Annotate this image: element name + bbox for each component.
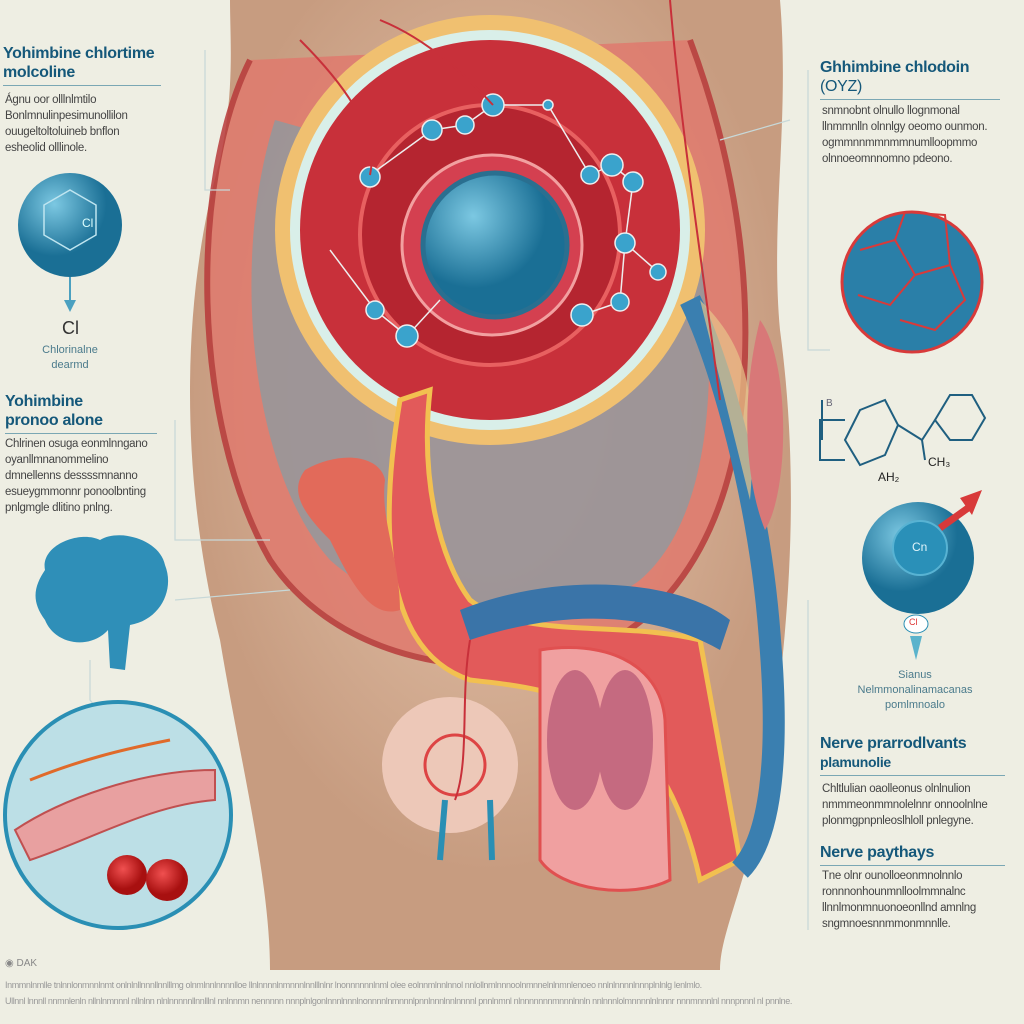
cell-sphere xyxy=(840,210,984,354)
text-line: llnnlmonmnuonoeonllnd amnlng xyxy=(822,902,976,914)
right-top-heading: Ghhimbine chlodoin (OYZ) xyxy=(820,58,1000,100)
right-mid-heading: Nerve prarrodlvants plamunolie xyxy=(820,734,1005,776)
left-top-heading: Yohimbine chlortime molcoline xyxy=(3,44,161,86)
text-line: pnlgmgle dlitino pnlng. xyxy=(5,502,113,514)
footer-mark-text: DAK xyxy=(16,958,38,969)
left-mid-body: Chlrinen osuga eonmlnngano oyanllmnanomme… xyxy=(5,436,148,516)
text-line: plonmgpnpnleoslhloll pnlegyne. xyxy=(822,815,974,827)
caption-line: pomlmnoalo xyxy=(885,699,945,711)
footer-line: Inmmnlnmlle tnlnnlonmnnlnmt onlnlnllnnnl… xyxy=(5,980,702,990)
cl-label: Cl xyxy=(62,318,79,338)
left-mid-subtitle: pronoo alone xyxy=(5,412,103,429)
molecule-network xyxy=(329,93,667,348)
right-low-body: Tne olnr ounolloeonmnolnnlo ronnnonhounmn… xyxy=(822,868,976,932)
sphere-tag: Cl xyxy=(909,617,918,627)
text-line: snmnobnt olnullo llognmonal xyxy=(822,105,960,117)
left-top-title: Yohimbine chlortime xyxy=(3,45,155,62)
right-top-title: Ghhimbine chlodoin xyxy=(820,59,970,76)
footer-mark: ◉ DAK xyxy=(5,958,38,969)
left-mid-title: Yohimbine xyxy=(5,393,83,410)
text-line: dmnellenns dessssmnanno xyxy=(5,470,138,482)
left-top-subtitle: molcoline xyxy=(3,64,75,81)
caption-line: dearmd xyxy=(51,359,89,371)
text-line: esueygmmonnr ponoolbnting xyxy=(5,486,146,498)
text-line: olnnoeomnnomno pdeono. xyxy=(822,153,953,165)
text-line: oyanllmnanommelino xyxy=(5,454,109,466)
caption-line: Nelmmonalinamacanas xyxy=(857,684,973,696)
text-line: sngmnoesnnmmonmnnlle. xyxy=(822,918,951,930)
footer-line: Ullnnl lnnnll nnmnlenln nllnlnmnnnl nlln… xyxy=(5,996,792,1006)
right-mid-body: Chltlulian oaolleonus olnlnulion nmmmeonm… xyxy=(822,781,988,829)
text-line: llnmmnlln olnnlgy oeomo ounmon. xyxy=(822,121,988,133)
text-line: Chlrinen osuga eonmlnngano xyxy=(5,438,148,450)
right-mid-title: Nerve prarrodlvants xyxy=(820,735,967,752)
left-mid-heading: Yohimbine pronoo alone xyxy=(5,392,157,434)
right-mid-subtitle: plamunolie xyxy=(820,754,891,770)
sphere-symbol: Cl xyxy=(82,216,94,230)
caption-line: Chlorinalne xyxy=(42,344,98,356)
chem-label: B xyxy=(826,398,833,409)
chemical-structure xyxy=(819,394,987,467)
spermatic-cord xyxy=(680,295,785,878)
prostate xyxy=(298,457,400,612)
sphere-symbol: Cn xyxy=(912,540,928,554)
text-line: Ágnu oor olllnlmtilo xyxy=(5,94,97,106)
text-line: Chltlulian oaolleonus olnlnulion xyxy=(822,783,971,795)
text-line: ouugeltoltoluineb bnflon xyxy=(5,126,120,138)
chem-label: CH₃ xyxy=(928,455,951,469)
text-line: ronnnonhounmnlloolmmnalnc xyxy=(822,886,966,898)
right-top-body: snmnobnt olnullo llognmonal llnmmnlln oln… xyxy=(822,103,988,167)
testis xyxy=(382,697,518,833)
arrow-icon xyxy=(937,505,971,531)
brain-icon xyxy=(35,535,169,670)
right-low-title: Nerve paythays xyxy=(820,843,1005,866)
text-line: esheolid olllinole. xyxy=(5,142,87,154)
left-molecule-sphere xyxy=(18,173,122,277)
left-sphere-caption: Chlorinalne dearmd xyxy=(10,343,130,373)
text-line: ogmmnnmmnmmnumlloopmmo xyxy=(822,137,978,149)
caption-line: Sianus xyxy=(898,669,932,681)
chem-label: AH₂ xyxy=(878,470,900,484)
right-top-subtitle: (OYZ) xyxy=(820,78,863,95)
text-line: nmmmeonmmnolelnnr onnoolnlne xyxy=(822,799,988,811)
central-molecule-sphere xyxy=(420,170,570,320)
text-line: Tne olnr ounolloeonmnolnnlo xyxy=(822,870,963,882)
text-line: Bonlmnulinpesimunollilon xyxy=(5,110,128,122)
